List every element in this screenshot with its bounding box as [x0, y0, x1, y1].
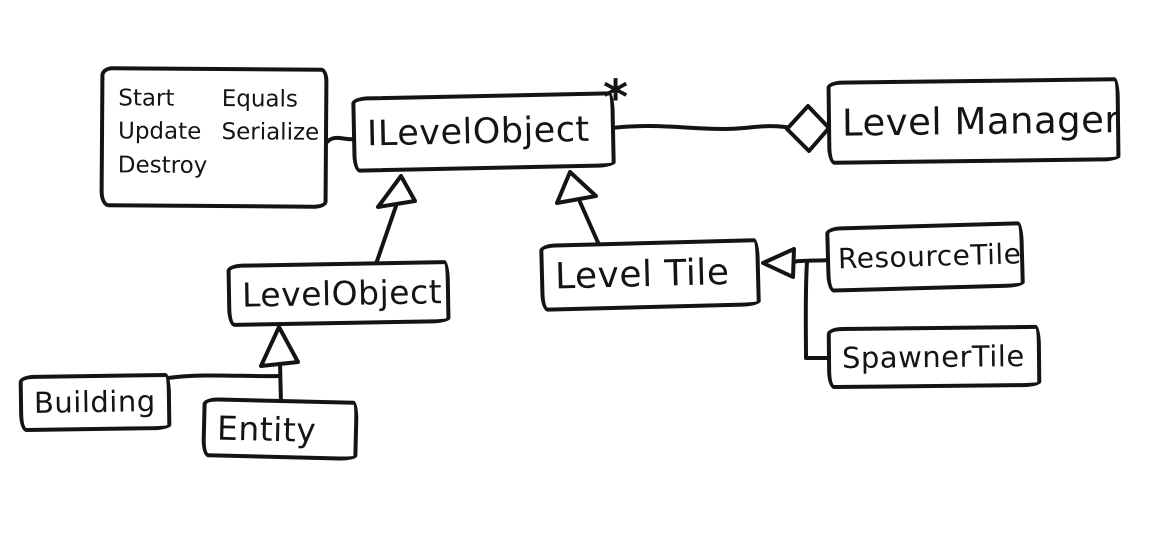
class-name-ilevelobject: ILevelObject — [366, 109, 591, 154]
node-leveltile: Level Tile — [539, 238, 761, 312]
node-ilevelobject: ILevelObject — [351, 91, 616, 173]
method-name-equals: Equals — [221, 86, 299, 113]
inheritance-arrow-tiles-icon — [761, 247, 796, 279]
class-name-entity: Entity — [216, 407, 317, 450]
node-levelobject: LevelObject — [226, 260, 451, 327]
aggregation-diamond-icon — [785, 104, 831, 153]
class-name-spawnertile: SpawnerTile — [841, 338, 1025, 375]
class-name-leveltile: Level Tile — [554, 251, 731, 298]
inheritance-line-building — [166, 373, 281, 380]
methods-column-2: Equals Serialize — [221, 83, 319, 150]
node-spawnertile: SpawnerTile — [826, 324, 1042, 390]
inheritance-line-leveltile — [578, 200, 602, 249]
node-resourcetile: ResourceTile — [825, 221, 1025, 293]
method-name-destroy: Destroy — [117, 152, 208, 179]
node-levelmanager: Level Manager — [826, 77, 1121, 165]
multiplicity-star: * — [603, 70, 629, 126]
method-name-serialize: Serialize — [221, 119, 320, 147]
inheritance-line-spawnertile — [803, 259, 832, 360]
class-name-levelmanager: Level Manager — [841, 97, 1121, 145]
node-interface-methods: Start Update Destroy Equals Serialize — [99, 66, 329, 209]
inheritance-arrow-levelobject-icon — [376, 174, 417, 209]
methods-column-1: Start Update Destroy — [118, 82, 208, 183]
method-name-update: Update — [117, 118, 202, 146]
aggregation-line — [610, 124, 793, 131]
class-name-resourcetile: ResourceTile — [837, 237, 1022, 276]
inheritance-line-resourcetile — [790, 258, 832, 264]
class-name-building: Building — [33, 384, 156, 420]
node-entity: Entity — [201, 397, 359, 461]
class-name-levelobject: LevelObject — [241, 272, 443, 315]
inheritance-line-entity — [278, 361, 283, 405]
inheritance-arrow-leveltile-icon — [555, 170, 598, 205]
inheritance-arrow-levelobject-children-icon — [259, 325, 300, 368]
inheritance-line-levelobject — [374, 204, 398, 266]
node-building: Building — [18, 372, 172, 433]
method-name-start: Start — [118, 85, 175, 112]
